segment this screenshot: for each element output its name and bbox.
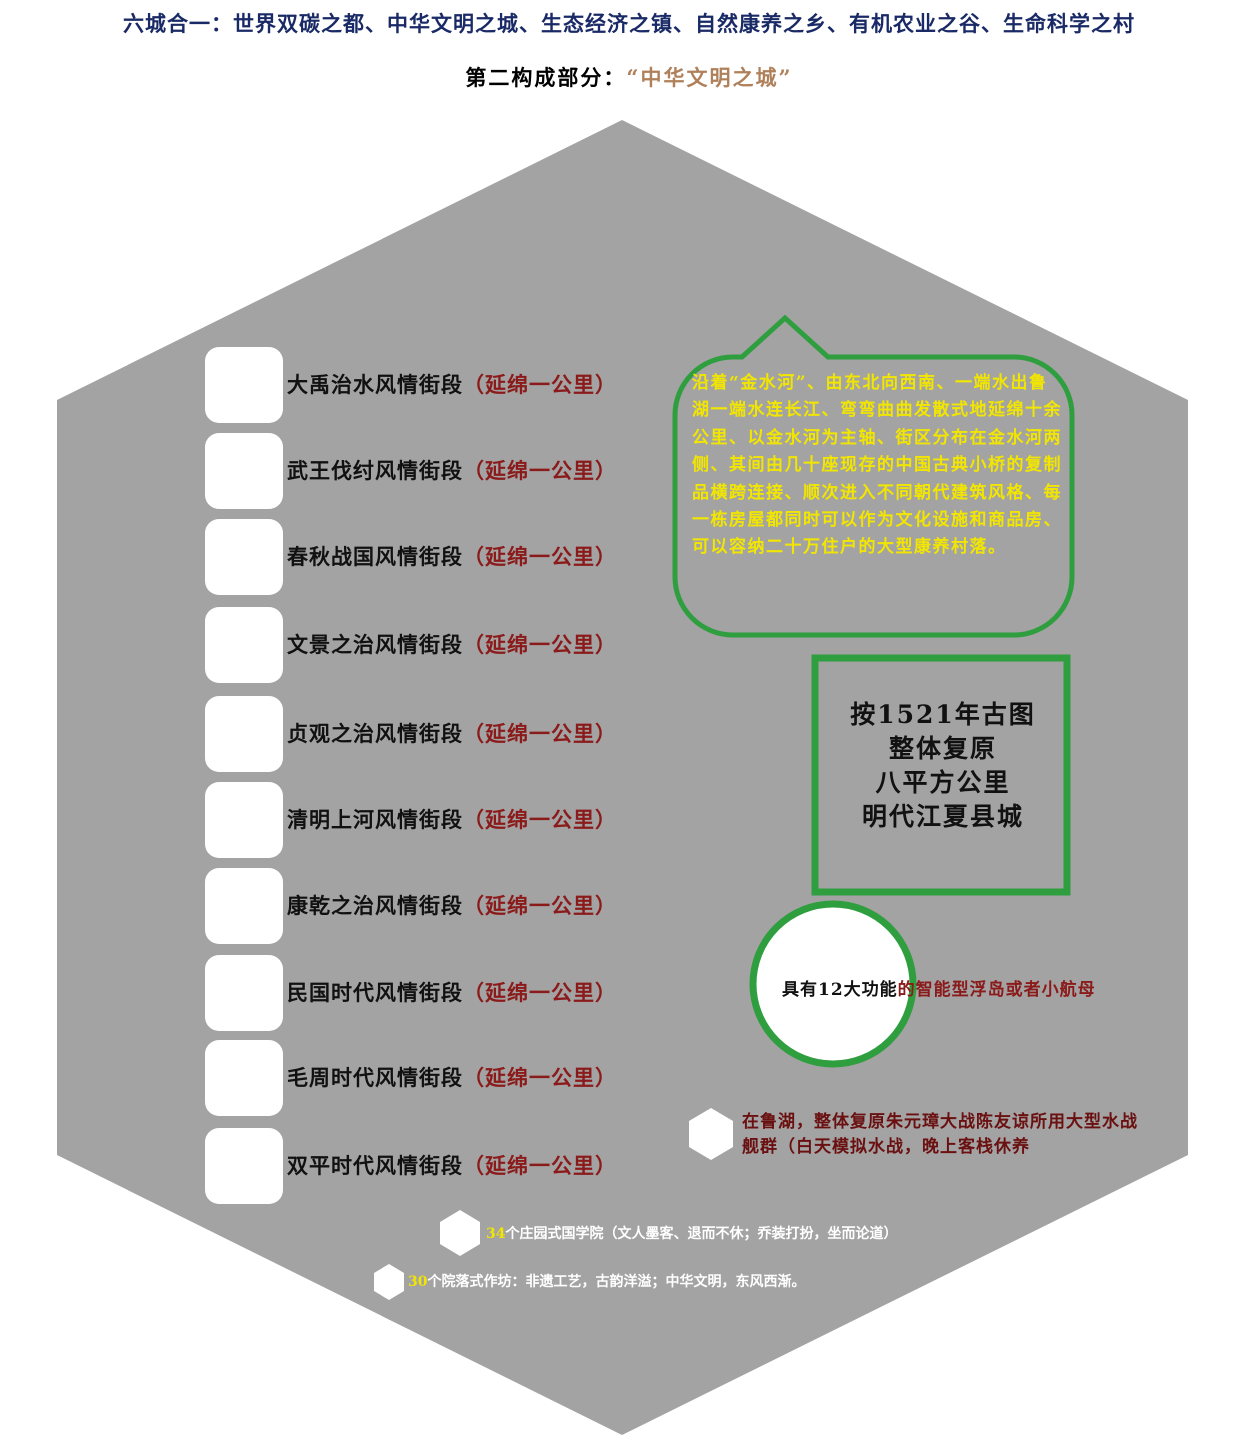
street-name: 双平时代风情街段 [287, 1153, 463, 1178]
island-circle [749, 900, 917, 1068]
street-marker-box [205, 782, 283, 858]
restoration-line-3: 八平方公里 [875, 768, 1011, 797]
workshop-text: 个院落式作坊：非遗工艺，古韵洋溢；中华文明，东风西渐。 [427, 1274, 806, 1290]
street-marker-box [205, 868, 283, 944]
restoration-line-2: 整体复原 [888, 734, 997, 763]
page-subtitle: 第二构成部分：“中华文明之城” [0, 62, 1258, 92]
workshop-label: 30个院落式作坊：非遗工艺，古韵洋溢；中华文明，东风西渐。 [408, 1271, 805, 1291]
fleet-marker [689, 1108, 733, 1160]
bubble-description: 沿着“金水河”、由东北向西南、一端水出鲁湖一端水连长江、弯弯曲曲发散式地延绵十余… [692, 373, 1062, 558]
street-marker-box [205, 696, 283, 772]
restoration-text: 按1521年古图 整体复原 八平方公里 明代江夏县城 [818, 698, 1068, 834]
street-extent: （延绵一公里） [463, 980, 617, 1005]
island-label: 具有12大功能的智能型浮岛或者小航母 [782, 975, 1096, 1000]
workshop-marker [374, 1264, 404, 1300]
street-marker-box [205, 519, 283, 595]
street-label: 春秋战国风情街段（延绵一公里） [287, 541, 617, 571]
page-title: 六城合一：世界双碳之都、中华文明之城、生态经济之镇、自然康养之乡、有机农业之谷、… [123, 11, 1135, 36]
street-label: 双平时代风情街段（延绵一公里） [287, 1150, 617, 1180]
street-extent: （延绵一公里） [463, 372, 617, 397]
street-label: 民国时代风情街段（延绵一公里） [287, 977, 617, 1007]
street-marker-box [205, 433, 283, 509]
street-label: 大禹治水风情街段（延绵一公里） [287, 369, 617, 399]
street-extent: （延绵一公里） [463, 1065, 617, 1090]
restoration-box [811, 654, 1071, 896]
street-label: 清明上河风情街段（延绵一公里） [287, 804, 617, 834]
hexagon-background [57, 120, 1188, 1435]
subtitle-lead: 第二构成部分： [465, 65, 627, 90]
street-name: 康乾之治风情街段 [287, 893, 463, 918]
street-extent: （延绵一公里） [463, 544, 617, 569]
street-name: 文景之治风情街段 [287, 632, 463, 657]
street-extent: （延绵一公里） [463, 458, 617, 483]
street-marker-box [205, 607, 283, 683]
street-marker-box [205, 347, 283, 423]
street-label: 文景之治风情街段（延绵一公里） [287, 629, 617, 659]
street-name: 清明上河风情街段 [287, 807, 463, 832]
street-marker-box [205, 955, 283, 1031]
street-extent: （延绵一公里） [463, 721, 617, 746]
speech-bubble [672, 314, 1075, 638]
street-label: 康乾之治风情街段（延绵一公里） [287, 890, 617, 920]
academy-count: 34 [486, 1226, 506, 1242]
street-name: 毛周时代风情街段 [287, 1065, 463, 1090]
island-label-part2: 的智能型浮岛或者小航母 [897, 980, 1096, 1000]
street-extent: （延绵一公里） [463, 807, 617, 832]
academy-label: 34个庄园式国学院（文人墨客、退而不休；乔装打扮，坐而论道） [486, 1223, 897, 1243]
restoration-line-4: 明代江夏县城 [861, 802, 1024, 831]
academy-text: 个庄园式国学院（文人墨客、退而不休；乔装打扮，坐而论道） [505, 1226, 898, 1242]
street-label: 毛周时代风情街段（延绵一公里） [287, 1062, 617, 1092]
street-marker-box [205, 1128, 283, 1204]
street-name: 民国时代风情街段 [287, 980, 463, 1005]
subtitle-highlight: “中华文明之城” [626, 65, 793, 90]
restoration-line-1: 按1521年古图 [850, 700, 1036, 729]
street-name: 春秋战国风情街段 [287, 544, 463, 569]
street-name: 大禹治水风情街段 [287, 372, 463, 397]
street-extent: （延绵一公里） [463, 1153, 617, 1178]
street-extent: （延绵一公里） [463, 632, 617, 657]
street-name: 贞观之治风情街段 [287, 721, 463, 746]
street-label: 贞观之治风情街段（延绵一公里） [287, 718, 617, 748]
workshop-count: 30 [408, 1274, 428, 1290]
street-label: 武王伐纣风情街段（延绵一公里） [287, 455, 617, 485]
street-name: 武王伐纣风情街段 [287, 458, 463, 483]
street-marker-box [205, 1040, 283, 1116]
island-label-part1: 具有12大功能 [782, 980, 898, 1000]
academy-marker [440, 1210, 480, 1256]
street-extent: （延绵一公里） [463, 893, 617, 918]
fleet-label: 在鲁湖，整体复原朱元璋大战陈友谅所用大型水战舰群（白天模拟水战，晚上客栈休养 [742, 1112, 1138, 1157]
